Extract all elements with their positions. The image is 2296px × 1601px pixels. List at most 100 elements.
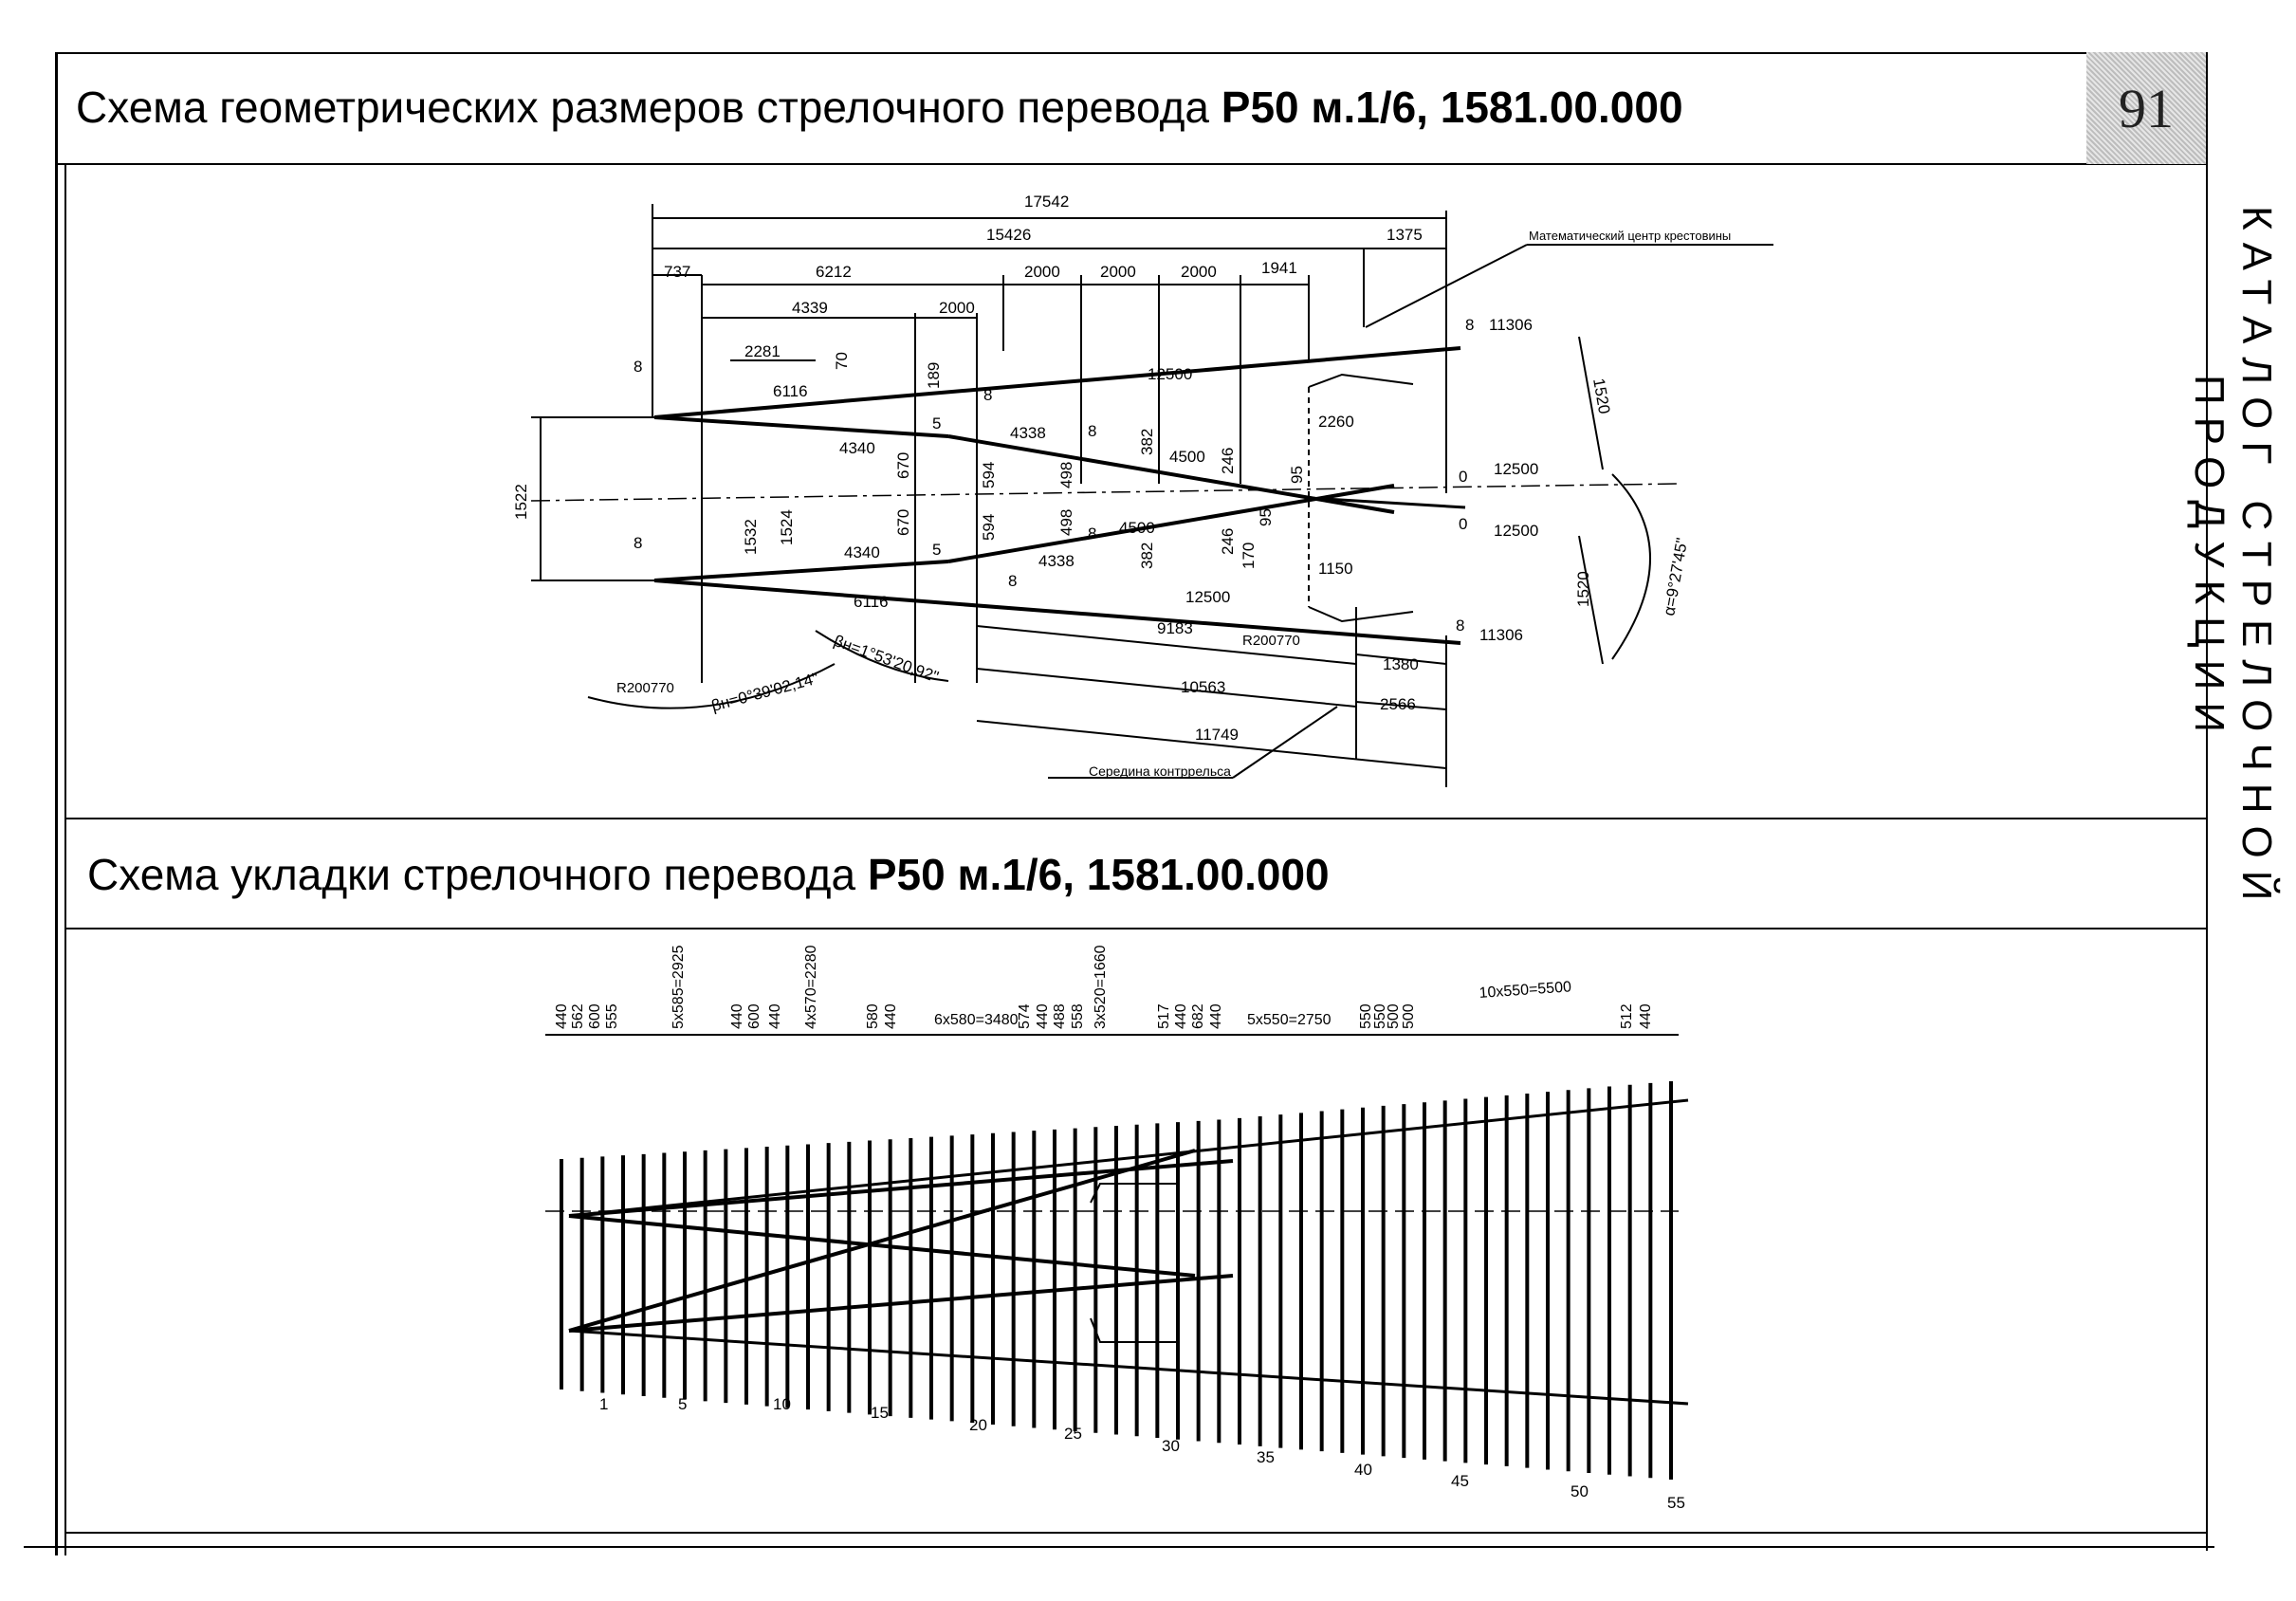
frame-left-outer xyxy=(55,52,58,1555)
dim-0a: 0 xyxy=(1459,468,1467,486)
dim-0b: 0 xyxy=(1459,515,1467,533)
top-dimension-label: 440 xyxy=(1035,1003,1051,1029)
dim-382b: 382 xyxy=(1138,543,1156,569)
top-dimension-label: 440 xyxy=(1208,1003,1224,1029)
top-dimension-label: 440 xyxy=(554,1003,570,1029)
top-dimension-label: 517 xyxy=(1156,1003,1172,1029)
catalog-side-caption: КАТАЛОГ СТРЕЛОЧНОЙ ПРОДУКЦИИ xyxy=(2186,206,2280,913)
dim-15426: 15426 xyxy=(986,226,1031,244)
dim-17542: 17542 xyxy=(1024,193,1069,211)
dim-1375: 1375 xyxy=(1387,226,1423,244)
radius-label-a: R200770 xyxy=(616,680,674,696)
frame-left-inner xyxy=(64,163,66,1555)
dim-594a: 594 xyxy=(980,462,998,488)
top-dimension-label: 550 xyxy=(1358,1003,1374,1029)
top-dimension-label: 5x585=2925 xyxy=(670,945,687,1029)
dim-1524: 1524 xyxy=(778,509,796,545)
section2-title-bottom-line xyxy=(64,928,2208,929)
sleeper-number-30: 30 xyxy=(1162,1437,1180,1455)
math-center-label: Математический центр крестовины xyxy=(1529,229,1731,243)
dim-9183: 9183 xyxy=(1157,619,1193,637)
top-dimension-label: 600 xyxy=(746,1003,762,1029)
dim-1520b: 1520 xyxy=(1574,571,1592,607)
top-dimension-label: 3x520=1660 xyxy=(1093,945,1109,1029)
dim-6116a: 6116 xyxy=(773,382,808,400)
dim-246b: 246 xyxy=(1219,528,1237,555)
top-dimension-label: 6x580=3480 xyxy=(934,1012,1019,1028)
frame-bottom-outer xyxy=(24,1546,2214,1548)
dim-12500d: 12500 xyxy=(1185,588,1230,606)
dim-11306a: 11306 xyxy=(1489,316,1533,334)
top-dimension-label: 440 xyxy=(729,1003,745,1029)
dim-11749: 11749 xyxy=(1195,726,1239,744)
page-number-box: 91 xyxy=(2086,52,2206,164)
dim-8b: 8 xyxy=(634,534,642,552)
frame-right-line xyxy=(2206,52,2208,1551)
page-number: 91 xyxy=(2119,77,2174,139)
top-dimension-label: 558 xyxy=(1070,1003,1086,1029)
guard-middle-label: Середина контррельса xyxy=(1089,764,1231,779)
title-text: Схема геометрических размеров стрелочног… xyxy=(76,83,1221,132)
sleeper-number-35: 35 xyxy=(1257,1448,1275,1466)
section2-title-text: Схема укладки стрелочного перевода xyxy=(87,850,868,899)
section2-title-bold: Р50 м.1/6, 1581.00.000 xyxy=(867,850,1330,899)
top-dimension-label: 550 xyxy=(1372,1003,1388,1029)
dim-8g: 8 xyxy=(1465,316,1474,334)
dim-11306b: 11306 xyxy=(1479,626,1523,644)
section2-title: Схема укладки стрелочного перевода Р50 м… xyxy=(87,849,1330,900)
page-title: Схема геометрических размеров стрелочног… xyxy=(76,82,1683,133)
sleeper-number-15: 15 xyxy=(871,1404,889,1422)
dim-8a: 8 xyxy=(634,358,642,376)
top-dimension-label: 555 xyxy=(604,1003,620,1029)
dim-1532: 1532 xyxy=(742,519,760,555)
radius-label-b: R200770 xyxy=(1242,633,1300,649)
top-dimension-label: 440 xyxy=(883,1003,899,1029)
dim-2000c: 2000 xyxy=(1181,263,1217,281)
dim-12500a: 12500 xyxy=(1148,365,1192,383)
sleeper-number-55: 55 xyxy=(1667,1494,1685,1512)
sleeper-number-1: 1 xyxy=(599,1395,608,1413)
sleeper-number-10: 10 xyxy=(773,1395,791,1413)
top-dimension-label: 440 xyxy=(1173,1003,1189,1029)
sleeper-number-50: 50 xyxy=(1570,1482,1589,1500)
sleeper-number-40: 40 xyxy=(1354,1461,1372,1479)
top-dimension-label: 488 xyxy=(1052,1003,1068,1029)
dim-1380: 1380 xyxy=(1383,655,1419,673)
sleeper-number-5: 5 xyxy=(678,1395,687,1413)
top-dimension-label: 4x570=2280 xyxy=(803,945,819,1029)
dim-8e: 8 xyxy=(1088,524,1096,543)
frame-bottom-inner xyxy=(64,1532,2208,1534)
pagebox-bottom-line xyxy=(2086,163,2208,165)
dim-189: 189 xyxy=(925,362,943,389)
dim-4339: 4339 xyxy=(792,299,828,317)
top-dimension-label: 5x550=2750 xyxy=(1247,1012,1332,1028)
dim-70: 70 xyxy=(833,352,851,370)
sleeper-number-25: 25 xyxy=(1064,1425,1082,1443)
dim-12500c: 12500 xyxy=(1494,522,1538,540)
dim-382a: 382 xyxy=(1138,429,1156,455)
dim-170: 170 xyxy=(1240,543,1258,569)
dim-1522: 1522 xyxy=(512,484,530,520)
dim-670b: 670 xyxy=(894,509,912,536)
dim-4500a: 4500 xyxy=(1169,448,1205,466)
dim-8h: 8 xyxy=(1456,616,1464,635)
frame-top-line xyxy=(55,52,2208,54)
dim-670a: 670 xyxy=(894,452,912,479)
top-dimension-label: 580 xyxy=(865,1003,881,1029)
dim-1941: 1941 xyxy=(1261,259,1297,277)
dim-4338b: 4338 xyxy=(1038,552,1075,570)
dim-2566: 2566 xyxy=(1380,695,1416,713)
dim-95a: 95 xyxy=(1288,466,1306,484)
dim-95b: 95 xyxy=(1257,508,1275,526)
dim-12500b: 12500 xyxy=(1494,460,1538,478)
dim-498b: 498 xyxy=(1057,509,1075,536)
dim-8c: 8 xyxy=(983,386,992,404)
top-dimension-label: 500 xyxy=(1401,1003,1417,1029)
dim-594b: 594 xyxy=(980,514,998,541)
top-dimension-label: 682 xyxy=(1190,1003,1206,1029)
dim-6116b: 6116 xyxy=(854,593,889,611)
dim-4340a: 4340 xyxy=(839,439,875,457)
dim-2000b: 2000 xyxy=(1100,263,1136,281)
top-dimension-label: 440 xyxy=(767,1003,783,1029)
